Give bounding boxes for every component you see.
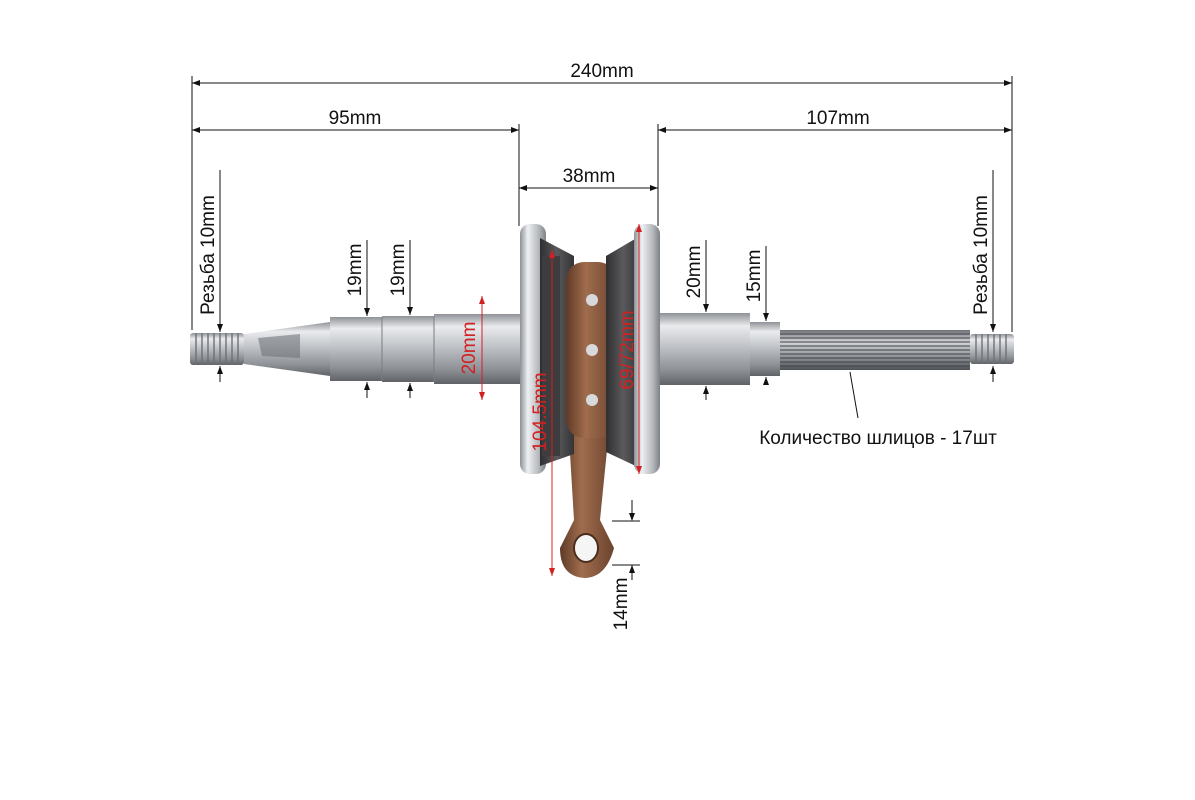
right-length-label: 107mm xyxy=(806,108,869,129)
small-end-label: 14mm xyxy=(611,578,632,631)
conrod-length-label: 104.5mm xyxy=(530,372,551,451)
left-bearing-seat xyxy=(434,314,522,384)
spline-count-label: Количество шлицов - 17шт xyxy=(759,428,997,449)
left-length-label: 95mm xyxy=(329,108,382,129)
spline-section xyxy=(780,330,970,370)
big-end xyxy=(566,262,616,438)
red-dimension-lines xyxy=(481,224,640,576)
left-bearing-label: 20mm xyxy=(459,322,480,375)
web-width-label: 38mm xyxy=(563,166,616,187)
journal-1-label: 19mm xyxy=(345,244,366,297)
left-thread-label: Резьба 10mm xyxy=(198,195,219,315)
red-dimension-arrows xyxy=(479,224,642,576)
right-web xyxy=(606,224,660,474)
crankshaft-picture xyxy=(190,224,1014,578)
dimension-lines xyxy=(191,76,1013,580)
overall-length-label: 240mm xyxy=(570,61,633,82)
right-neck xyxy=(750,322,780,376)
left-journal-2 xyxy=(382,316,434,382)
web-diameter-label: 69/72mm xyxy=(617,310,638,389)
right-thread-label: Резьба 10mm xyxy=(971,195,992,315)
right-thread xyxy=(970,334,1014,364)
dimension-arrows xyxy=(192,80,1012,573)
right-bearing-label: 20mm xyxy=(684,246,705,299)
left-web xyxy=(520,224,574,474)
left-journal-1 xyxy=(330,317,382,381)
spline-neck-label: 15mm xyxy=(744,250,765,303)
journal-2-label: 19mm xyxy=(388,244,409,297)
right-bearing-seat xyxy=(660,313,750,385)
left-thread xyxy=(190,333,244,365)
connecting-rod xyxy=(560,420,614,578)
